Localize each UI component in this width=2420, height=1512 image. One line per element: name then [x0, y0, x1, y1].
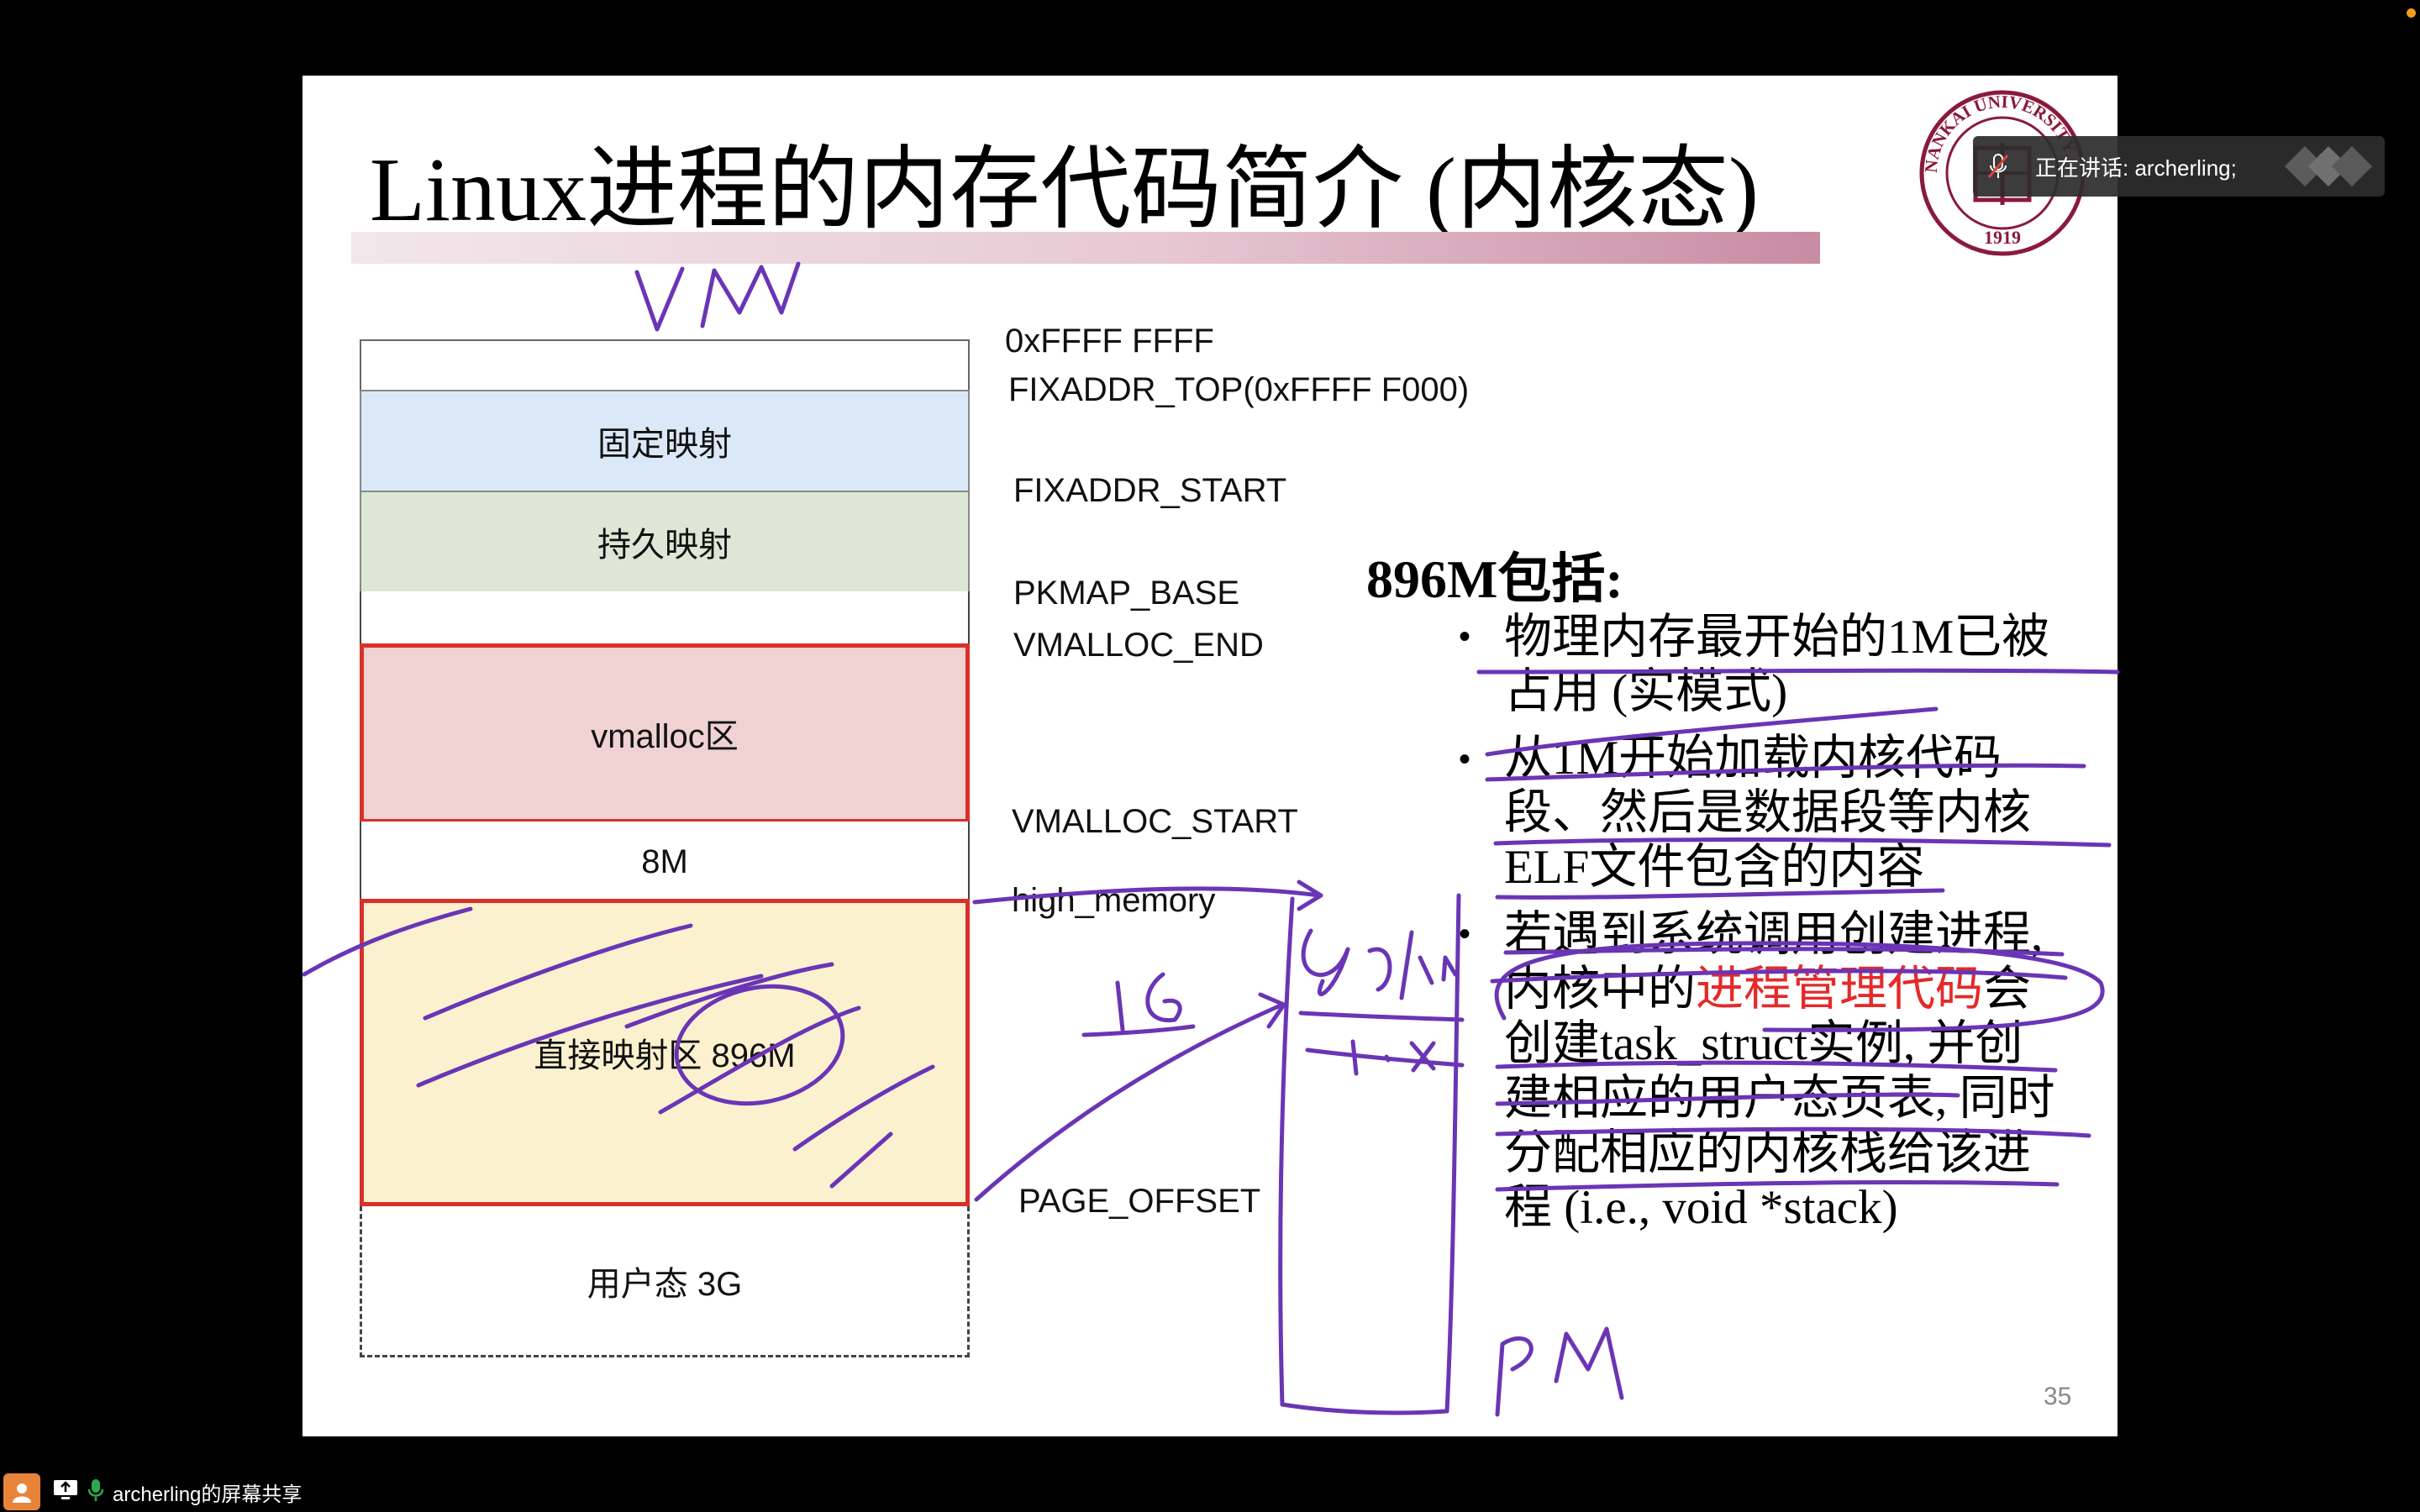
- speaker-label: 正在讲话: archerling;: [2035, 155, 2237, 181]
- addr-pkmap-base: PKMAP_BASE: [1013, 575, 1240, 612]
- vmalloc-label: vmalloc区: [591, 718, 739, 755]
- bullet-dot: •: [1459, 618, 1471, 655]
- mem-block-8m: 8M: [360, 822, 970, 902]
- page-number: 35: [2044, 1383, 2072, 1410]
- bullet-item-1: 物理内存最开始的1M已被占用 (实模式): [1504, 611, 2050, 718]
- bullet-item-2: 从1M开始加载内核代码段、然后是数据段等内核ELF文件包含的内容: [1504, 732, 2031, 894]
- direct-mapping-label: 直接映射区 896M: [534, 1037, 796, 1074]
- speaker-video-thumbnail: [2284, 145, 2373, 187]
- bullet-item-3-highlight: 进程管理代码: [1696, 963, 1983, 1016]
- addr-high-memory: high_memory: [1012, 882, 1216, 919]
- mem-block-gap: [360, 591, 970, 643]
- muted-mic-icon: [1973, 136, 2023, 197]
- screen-share-bar: archerling的屏幕共享: [0, 1472, 2420, 1512]
- addr-top: 0xFFFF FFFF: [1005, 323, 1214, 360]
- mem-block-fixed-mapping: 固定映射: [360, 390, 970, 492]
- active-speaker-indicator[interactable]: 正在讲话: archerling;: [1973, 136, 2385, 197]
- bullet-dot: •: [1459, 741, 1471, 778]
- screen-share-label: archerling的屏幕共享: [113, 1483, 302, 1506]
- mem-block-vmalloc: vmalloc区: [360, 643, 970, 823]
- fixed-mapping-label: 固定映射: [597, 426, 732, 463]
- bullets-heading: 896M包括:: [1366, 549, 1623, 609]
- mem-block-persistent-mapping: 持久映射: [360, 491, 970, 593]
- recording-indicator: [2407, 8, 2416, 18]
- slide-title: Linux进程的内存代码简介 (内核态): [370, 140, 1759, 240]
- addr-page-offset: PAGE_OFFSET: [1018, 1183, 1261, 1220]
- mem-block-user-space: 用户态 3G: [360, 1206, 970, 1357]
- persistent-mapping-label: 持久映射: [597, 527, 732, 564]
- logo-year: 1919: [1984, 227, 2021, 248]
- participant-icon[interactable]: [3, 1473, 40, 1510]
- bullet-item-3: 若遇到系统调用创建进程,内核中的进程管理代码会创建task_struct实例, …: [1504, 907, 2059, 1235]
- user-space-label: 用户态 3G: [587, 1265, 743, 1303]
- title-underline-bar: [351, 232, 1820, 264]
- gap-8m-label: 8M: [641, 843, 688, 880]
- addr-fixaddr-top: FIXADDR_TOP(0xFFFF F000): [1008, 371, 1470, 408]
- addr-vmalloc-start: VMALLOC_START: [1012, 803, 1298, 840]
- mem-block-top: [360, 339, 970, 391]
- addr-vmalloc-end: VMALLOC_END: [1013, 627, 1264, 664]
- mem-block-direct-mapping: 直接映射区 896M: [360, 899, 970, 1206]
- bullet-dot: •: [1459, 916, 1471, 953]
- screen-share-icon[interactable]: [52, 1478, 79, 1506]
- mic-icon[interactable]: [87, 1478, 104, 1507]
- addr-fixaddr-start: FIXADDR_START: [1013, 472, 1287, 509]
- slide: Linux进程的内存代码简介 (内核态) NANKAI UNIVERSITY 1…: [302, 76, 2118, 1436]
